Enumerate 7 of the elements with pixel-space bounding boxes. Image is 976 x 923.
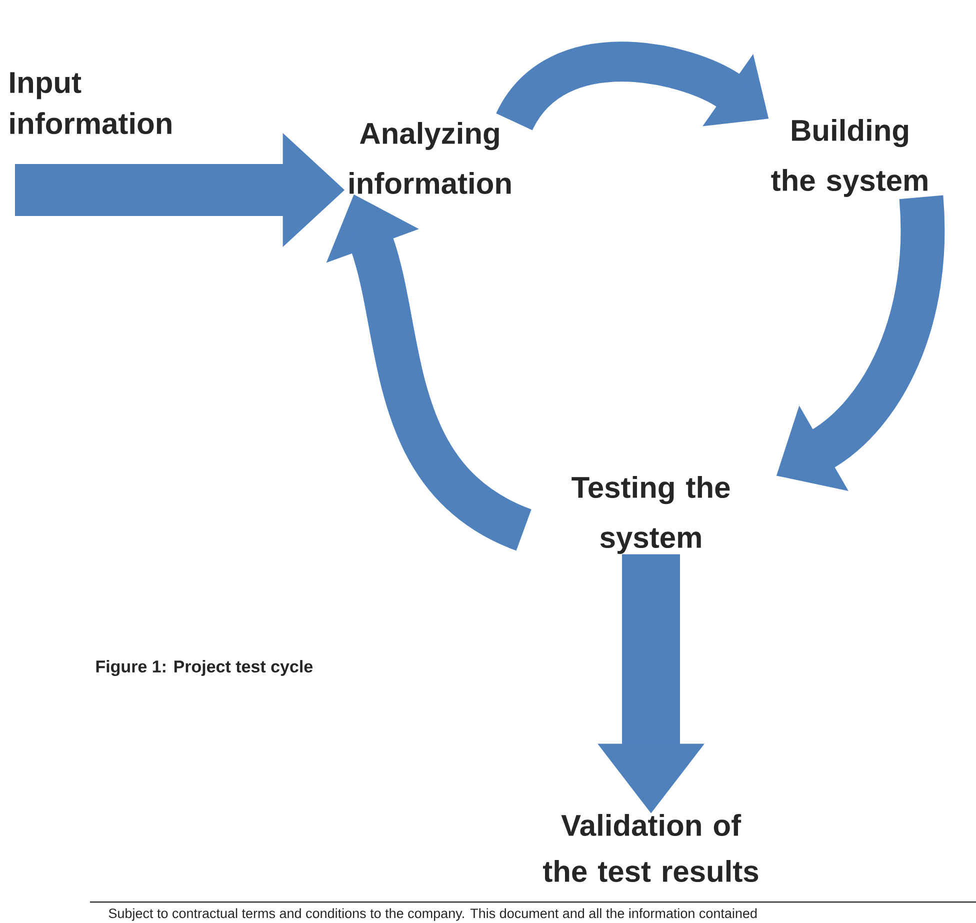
step-label: Building the system bbox=[771, 119, 928, 197]
side-label: Input information bbox=[10, 72, 172, 134]
step-label: Validation of the test results bbox=[543, 814, 758, 882]
footer-note: Subject to contractual terms and conditions to the company. This document and all the information contained bbox=[108, 908, 757, 921]
step-label: Analyzing information bbox=[350, 122, 511, 194]
step-label: Testing the system bbox=[572, 476, 730, 554]
caption: Figure 1: Project test cycle bbox=[96, 660, 313, 676]
